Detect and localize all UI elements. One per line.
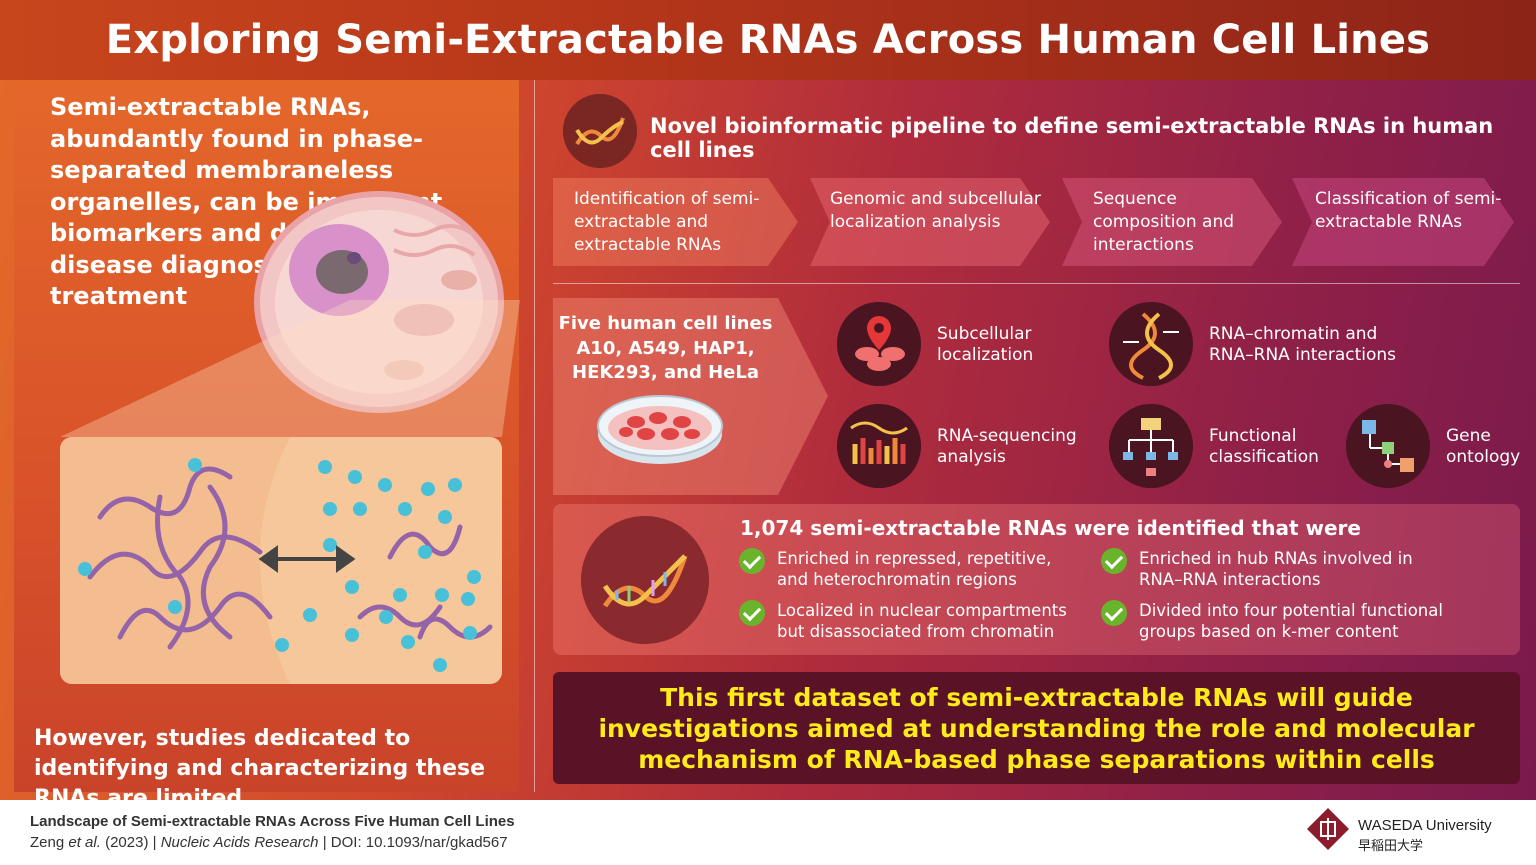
finding-text: Divided into four potential functional g… — [1139, 601, 1443, 641]
rna-helix-icon — [581, 516, 709, 644]
vertical-divider — [534, 80, 535, 792]
reference-authors: Zeng — [30, 834, 65, 851]
zoom-beam — [60, 300, 520, 437]
pipeline-step-4: Classification of semi-extractable RNAs — [1292, 178, 1514, 266]
feature-label: RNA-sequencing analysis — [937, 426, 1077, 467]
reference-separator: | — [152, 834, 157, 851]
pipeline-title: Novel bioinformatic pipeline to define s… — [650, 114, 1494, 162]
limitation-text: However, studies dedicated to identifyin… — [34, 726, 486, 811]
reference-citation: Zeng et al. (2023) | Nucleic Acids Resea… — [30, 834, 508, 851]
cell-lines-list: A10, A549, HAP1, HEK293, and HeLa — [572, 337, 759, 384]
finding-text: Localized in nuclear compartments but di… — [777, 601, 1067, 641]
cell-illustration — [254, 191, 504, 413]
molecule-zoom — [60, 437, 493, 684]
horizontal-divider — [553, 283, 1520, 284]
pipeline-step-3: Sequence composition and interactions — [1062, 178, 1282, 266]
results-title: 1,074 semi-extractable RNAs were identif… — [740, 516, 1361, 540]
hierarchy-tree-icon — [1109, 404, 1193, 488]
feature-label: Subcellular localization — [937, 324, 1034, 365]
step-label-4: Classification of semi-extractable RNAs — [1315, 189, 1502, 232]
dna-interaction-icon — [1109, 302, 1193, 386]
check-icon — [739, 548, 765, 574]
step-label-1: Identification of semi-extractable and e… — [574, 189, 760, 255]
page-title: Exploring Semi-Extractable RNAs Across H… — [105, 17, 1431, 63]
rna-strands-icon — [87, 466, 493, 650]
feature-label: RNA–chromatin and RNA–RNA interactions — [1209, 324, 1397, 365]
finding-text: Enriched in repressed, repetitive, and h… — [777, 549, 1052, 589]
reference-year: (2023) — [105, 834, 149, 851]
molecule-dots-icon — [78, 458, 481, 672]
step-arrow-1 — [553, 178, 798, 266]
step-arrow-2 — [810, 178, 1050, 266]
petri-dish-icon — [597, 395, 723, 464]
pipeline-step-2: Genomic and subcellular localization ana… — [810, 178, 1050, 266]
university-name: WASEDA University — [1358, 817, 1492, 834]
check-icon — [1101, 548, 1127, 574]
check-icon — [1101, 600, 1127, 626]
footer: Landscape of Semi-extractable RNAs Acros… — [0, 800, 1536, 865]
network-nodes-icon — [1346, 404, 1430, 488]
dna-helix-icon — [563, 94, 637, 168]
location-pin-icon — [837, 302, 921, 386]
reference-separator: | — [322, 834, 327, 851]
reference-doi: DOI: 10.1093/nar/gkad567 — [330, 834, 508, 851]
left-panel: Semi-extractable RNAs, abundantly found … — [14, 80, 520, 811]
cell-lines-text: Five human cell lines A10, A549, HAP1, H… — [553, 312, 778, 386]
reference-et-al: et al. — [68, 834, 101, 851]
reference-title: Landscape of Semi-extractable RNAs Acros… — [30, 813, 515, 830]
cell-lines-heading: Five human cell lines — [558, 313, 773, 334]
results-panel: 1,074 semi-extractable RNAs were identif… — [553, 504, 1520, 655]
step-arrow-3 — [1062, 178, 1282, 266]
feature-label: Gene ontology — [1446, 426, 1521, 467]
zoom-box — [60, 437, 502, 684]
pipeline-step-1: Identification of semi-extractable and e… — [553, 178, 798, 266]
feature-label: Functional classification — [1209, 426, 1319, 467]
sequencing-bars-icon — [837, 404, 921, 488]
title-bar: Exploring Semi-Extractable RNAs Across H… — [0, 0, 1536, 80]
waseda-logo-icon — [1307, 808, 1349, 850]
step-arrow-4 — [1292, 178, 1514, 266]
step-label-3: Sequence composition and interactions — [1093, 189, 1235, 255]
double-arrow-icon — [258, 545, 356, 573]
step-label-2: Genomic and subcellular localization ana… — [830, 189, 1041, 232]
finding-text: Enriched in hub RNAs involved in RNA–RNA… — [1139, 549, 1413, 589]
main-panel: Semi-extractable RNAs, abundantly found … — [0, 80, 1536, 811]
conclusion-box: This first dataset of semi-extractable R… — [553, 672, 1520, 784]
reference-journal: Nucleic Acids Research — [160, 834, 319, 851]
university-name-jp: 早稲田大学 — [1358, 838, 1424, 853]
conclusion-text: This first dataset of semi-extractable R… — [598, 682, 1475, 774]
check-icon — [739, 600, 765, 626]
